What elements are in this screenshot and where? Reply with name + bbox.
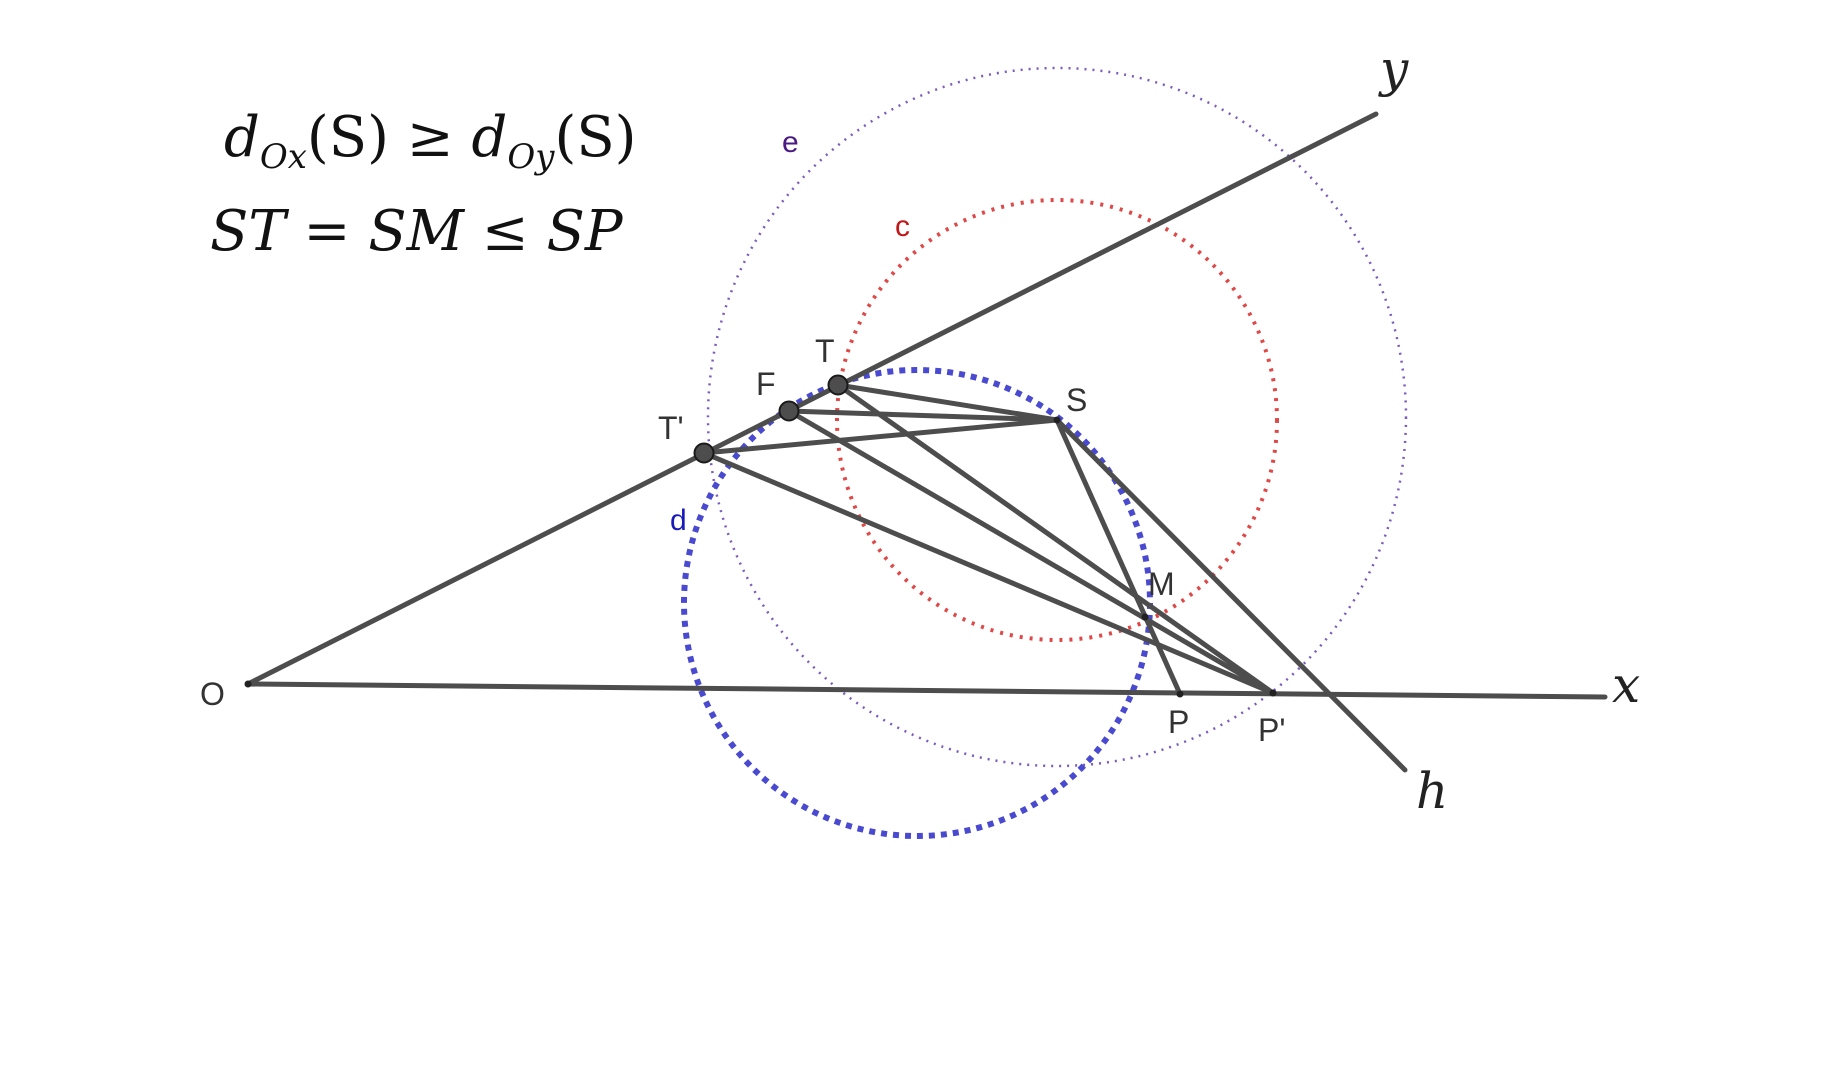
point-Pprime[interactable] — [1269, 689, 1277, 697]
point-S[interactable] — [1053, 416, 1061, 424]
label-Pprime: P' — [1258, 712, 1285, 748]
line-h — [1054, 417, 1408, 773]
formula1-sub2: Oy — [507, 137, 555, 177]
segment-T-S — [835, 382, 1060, 423]
label-O: O — [200, 676, 225, 712]
circle-c — [835, 198, 1279, 642]
segment-F-S — [786, 408, 1060, 423]
formula-distance-inequality: dOx(S) ≥ dOy(S) — [224, 105, 637, 177]
point-P[interactable] — [1176, 690, 1184, 698]
formula1-end: (S) — [554, 105, 636, 170]
formula1-d2: d — [472, 105, 508, 170]
label-circle-c: c — [895, 210, 910, 243]
label-line-y: y — [1378, 40, 1409, 98]
label-M: M — [1148, 566, 1175, 602]
label-circle-e: e — [782, 126, 799, 159]
segment-T-Pprime — [835, 382, 1276, 696]
label-F: F — [756, 366, 776, 402]
segment-Tprime-Pprime — [701, 450, 1276, 696]
point-F[interactable] — [778, 400, 800, 422]
label-line-h: h — [1416, 762, 1448, 820]
label-S: S — [1066, 382, 1087, 418]
ray-y — [245, 111, 1379, 687]
point-T[interactable] — [827, 374, 849, 396]
formula1-d1: d — [224, 105, 260, 170]
label-circle-d: d — [670, 504, 687, 537]
label-Tprime: T' — [658, 410, 684, 446]
ray-x — [245, 681, 1608, 700]
formula1-sub1: Ox — [260, 137, 307, 177]
label-T: T — [815, 333, 835, 369]
segment-S-P — [1054, 417, 1183, 697]
formula-segment-inequality: ST = SM ≤ SP — [210, 199, 624, 264]
formula1-mid: (S) ≥ — [307, 105, 472, 170]
point-O[interactable] — [244, 680, 252, 688]
label-P: P — [1168, 704, 1189, 740]
label-line-x: x — [1612, 656, 1640, 714]
point-M[interactable] — [1141, 613, 1149, 621]
point-Tprime[interactable] — [693, 442, 715, 464]
circle-e — [706, 66, 1408, 768]
segment-F-Pprime — [786, 408, 1276, 696]
segment-Tprime-S — [701, 417, 1060, 456]
